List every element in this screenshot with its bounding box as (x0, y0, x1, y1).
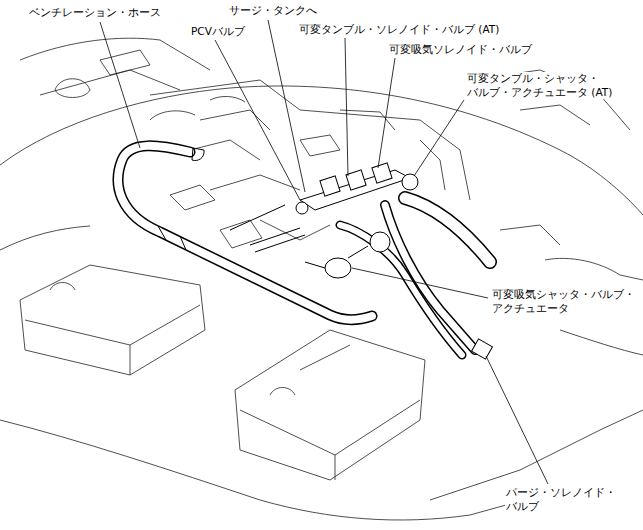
solenoid-valve (320, 176, 340, 196)
right-hoses (230, 198, 490, 355)
upper-left-parts (55, 50, 150, 98)
fuse-box (20, 265, 205, 375)
leader-line (345, 38, 348, 176)
solenoid-valve (372, 163, 392, 183)
ventilation-hose (118, 146, 372, 320)
fender-line (20, 38, 210, 95)
right-components (470, 70, 643, 280)
part-label: ベンチレーション・ホース (28, 6, 162, 20)
hose-fill (385, 205, 475, 350)
actuator-rod (305, 246, 368, 268)
hose-clamp (158, 148, 204, 250)
battery (235, 330, 425, 480)
intake-shutter-actuator (325, 258, 351, 278)
leader-line (486, 356, 548, 484)
hose-fill (118, 146, 372, 320)
leader-line (215, 40, 300, 200)
part-label: 可変吸気ソレノイド・バルブ (388, 43, 533, 57)
tumble-actuator (402, 174, 418, 190)
part-label: PCVバルブ (190, 25, 246, 39)
body-outline (0, 86, 643, 250)
part-label: 可変タンブル・ソレノイド・バルブ (AT) (298, 23, 500, 37)
leader-line (268, 20, 305, 192)
engine-bay-outline (0, 38, 643, 520)
leader-line (352, 268, 488, 298)
part-label: 可変タンブル・シャッタ・ バルブ・アクチュエータ (AT) (466, 72, 636, 99)
pcv-valve (296, 202, 308, 214)
hose-fill (405, 198, 490, 262)
part-label: 可変吸気シャッタ・バルブ・ アクチュエータ (491, 288, 638, 315)
front-panel (0, 330, 643, 520)
solenoid-valve (346, 170, 366, 190)
hose-outline (340, 225, 462, 355)
hose-outline (118, 146, 372, 320)
engine-details (170, 110, 445, 248)
leader-line (100, 22, 140, 148)
hose-fill (340, 225, 462, 355)
leader-line (414, 100, 464, 176)
leader-line (378, 58, 395, 168)
purge-solenoid (472, 339, 493, 359)
solenoid-cluster (296, 163, 492, 359)
hose-outline (405, 198, 490, 262)
part-label: サージ・タンクへ (228, 4, 318, 18)
solenoid-bracket (300, 170, 410, 210)
thin-pipe (230, 205, 305, 252)
hose-outline (385, 205, 475, 350)
actuator-body (370, 232, 390, 252)
part-label: パージ・ソレノイド・ バルブ (505, 486, 625, 513)
